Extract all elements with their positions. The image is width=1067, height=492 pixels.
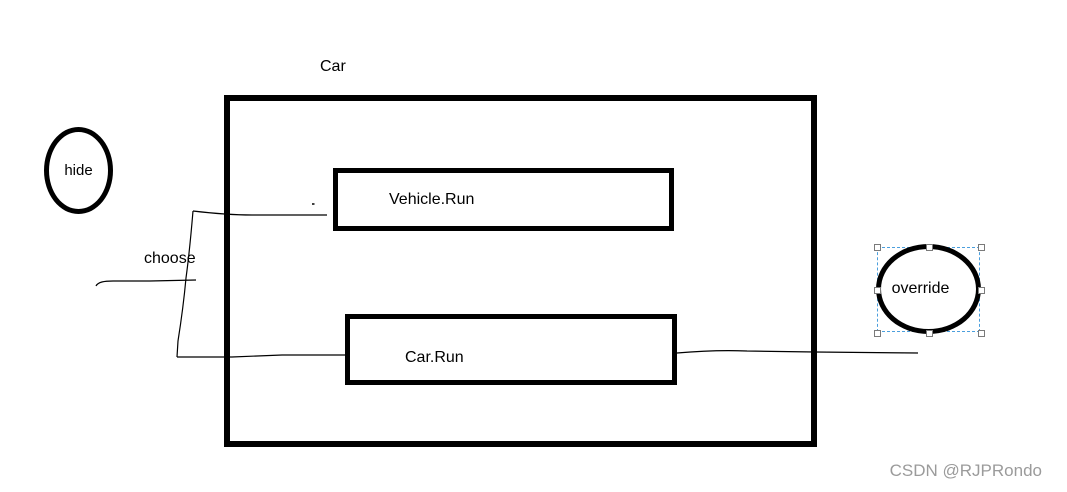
selection-handle-middle-right[interactable] [978, 287, 985, 294]
vehicle-run-label: Vehicle.Run [389, 190, 475, 208]
selection-handle-top-left[interactable] [874, 244, 881, 251]
connector-choose-horizontal [95, 279, 197, 287]
car-run-box: Car.Run [345, 314, 677, 385]
selection-handle-bottom-right[interactable] [978, 330, 985, 337]
car-class-box [224, 95, 817, 447]
csdn-watermark: CSDN @RJPRondo [889, 461, 1042, 480]
selection-handle-bottom-middle[interactable] [926, 330, 933, 337]
override-label: override [891, 280, 950, 297]
choose-label: choose [144, 250, 196, 267]
selection-handle-top-middle[interactable] [926, 244, 933, 251]
selection-handle-middle-left[interactable] [874, 287, 881, 294]
hide-ellipse-shape: hide [44, 127, 113, 214]
connector-vertical-freehand [176, 210, 194, 358]
car-run-label: Car.Run [405, 348, 464, 366]
selection-handle-top-right[interactable] [978, 244, 985, 251]
vehicle-run-box: Vehicle.Run [333, 168, 674, 231]
car-class-label: Car [320, 58, 346, 75]
selection-handle-bottom-left[interactable] [874, 330, 881, 337]
override-ellipse-shape[interactable]: override [876, 244, 981, 334]
hide-label: hide [64, 162, 93, 179]
